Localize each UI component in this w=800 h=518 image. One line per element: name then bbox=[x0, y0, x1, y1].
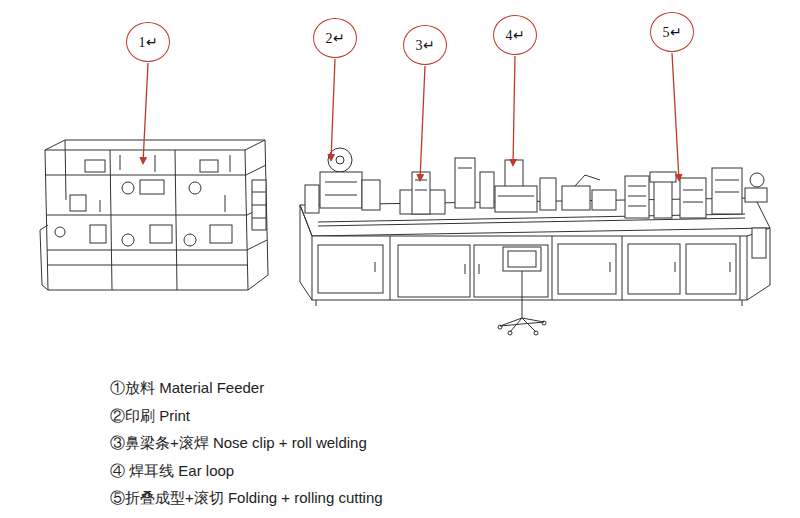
legend-caption: ③鼻梁条+滚焊 Nose clip + roll welding bbox=[110, 434, 367, 452]
callout-number: 3↵ bbox=[416, 37, 435, 54]
legend-caption: ④ 焊耳线 Ear loop bbox=[110, 462, 234, 480]
callout-circle: 1↵ bbox=[126, 22, 170, 62]
callout-number: 4↵ bbox=[506, 27, 525, 44]
legend-caption: ②印刷 Print bbox=[110, 407, 190, 425]
callout-number: 5↵ bbox=[663, 24, 682, 41]
callout-number: 2↵ bbox=[326, 30, 345, 47]
callout-circle: 4↵ bbox=[493, 15, 537, 55]
callout-circle: 2↵ bbox=[313, 18, 357, 58]
legend-caption: ⑤折叠成型+滚切 Folding + rolling cutting bbox=[110, 489, 383, 507]
callout-circle: 3↵ bbox=[403, 25, 447, 65]
callout-number: 1↵ bbox=[139, 34, 158, 51]
callout-circle: 5↵ bbox=[650, 12, 694, 52]
legend-caption: ①放料 Material Feeder bbox=[110, 379, 264, 397]
